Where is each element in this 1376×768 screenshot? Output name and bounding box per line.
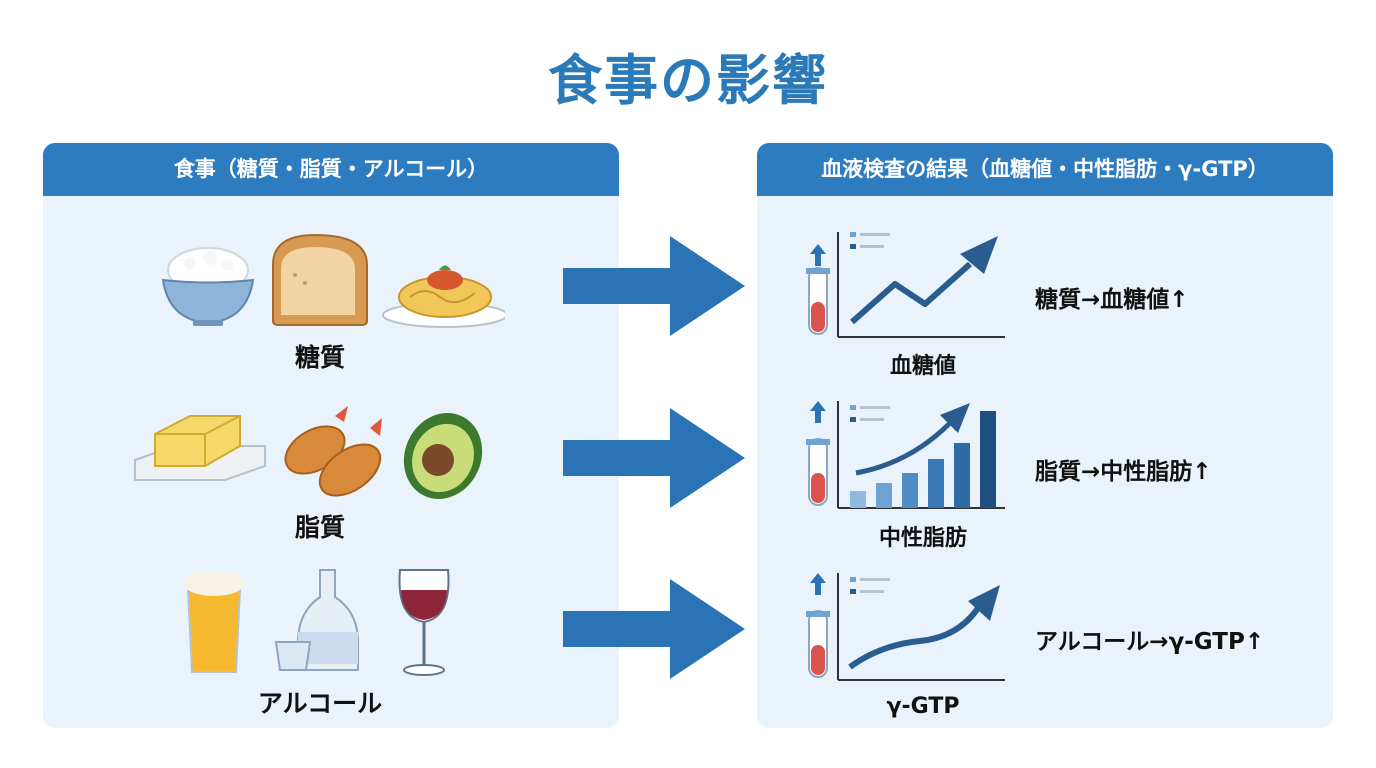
fried-shrimp-icon — [284, 406, 382, 497]
arrow-carbs — [563, 236, 745, 336]
beer-icon — [184, 572, 244, 673]
carbs-icons — [161, 233, 505, 328]
triglyceride-chart — [806, 401, 1005, 509]
arrow-alcohol — [563, 579, 745, 679]
up-arrow-icon — [810, 573, 826, 595]
result-label-blood-sugar: 血糖値 — [889, 354, 956, 379]
gamma-gtp-chart — [806, 573, 1005, 681]
alcohol-icons — [184, 569, 450, 676]
category-label-fats: 脂質 — [294, 513, 345, 542]
rice-bowl-icon — [161, 247, 255, 326]
effect-text-blood-sugar: 糖質→血糖値↑ — [1035, 287, 1189, 313]
blood-test-panel-header: 血液検査の結果（血糖値・中性脂肪・γ-GTP） — [757, 143, 1333, 196]
effect-text-gamma-gtp: アルコール→γ-GTP↑ — [1035, 629, 1265, 655]
food-panel-header: 食事（糖質・脂質・アルコール） — [43, 143, 619, 196]
bread-icon — [272, 233, 368, 326]
category-label-carbs: 糖質 — [294, 343, 345, 372]
sake-bottle-icon — [274, 569, 359, 671]
test-tube-icon — [806, 438, 830, 506]
arrow-fats — [563, 408, 745, 508]
avocado-icon — [403, 413, 483, 499]
test-tube-icon — [806, 610, 830, 678]
fats-icons — [134, 406, 483, 499]
up-arrow-icon — [810, 401, 826, 423]
blood-test-panel: 血液検査の結果（血糖値・中性脂肪・γ-GTP） — [757, 143, 1333, 728]
wine-glass-icon — [398, 569, 450, 676]
category-label-alcohol: アルコール — [257, 689, 383, 718]
page-title: 食事の影響 — [548, 49, 828, 112]
butter-icon — [134, 415, 266, 481]
up-arrow-icon — [810, 244, 826, 266]
blood-sugar-chart — [806, 232, 1005, 338]
result-label-triglyceride: 中性脂肪 — [878, 526, 967, 551]
result-label-gamma-gtp: γ-GTP — [886, 694, 960, 719]
effect-text-triglyceride: 脂質→中性脂肪↑ — [1035, 459, 1212, 485]
spaghetti-icon — [382, 265, 505, 328]
test-tube-icon — [806, 267, 830, 335]
